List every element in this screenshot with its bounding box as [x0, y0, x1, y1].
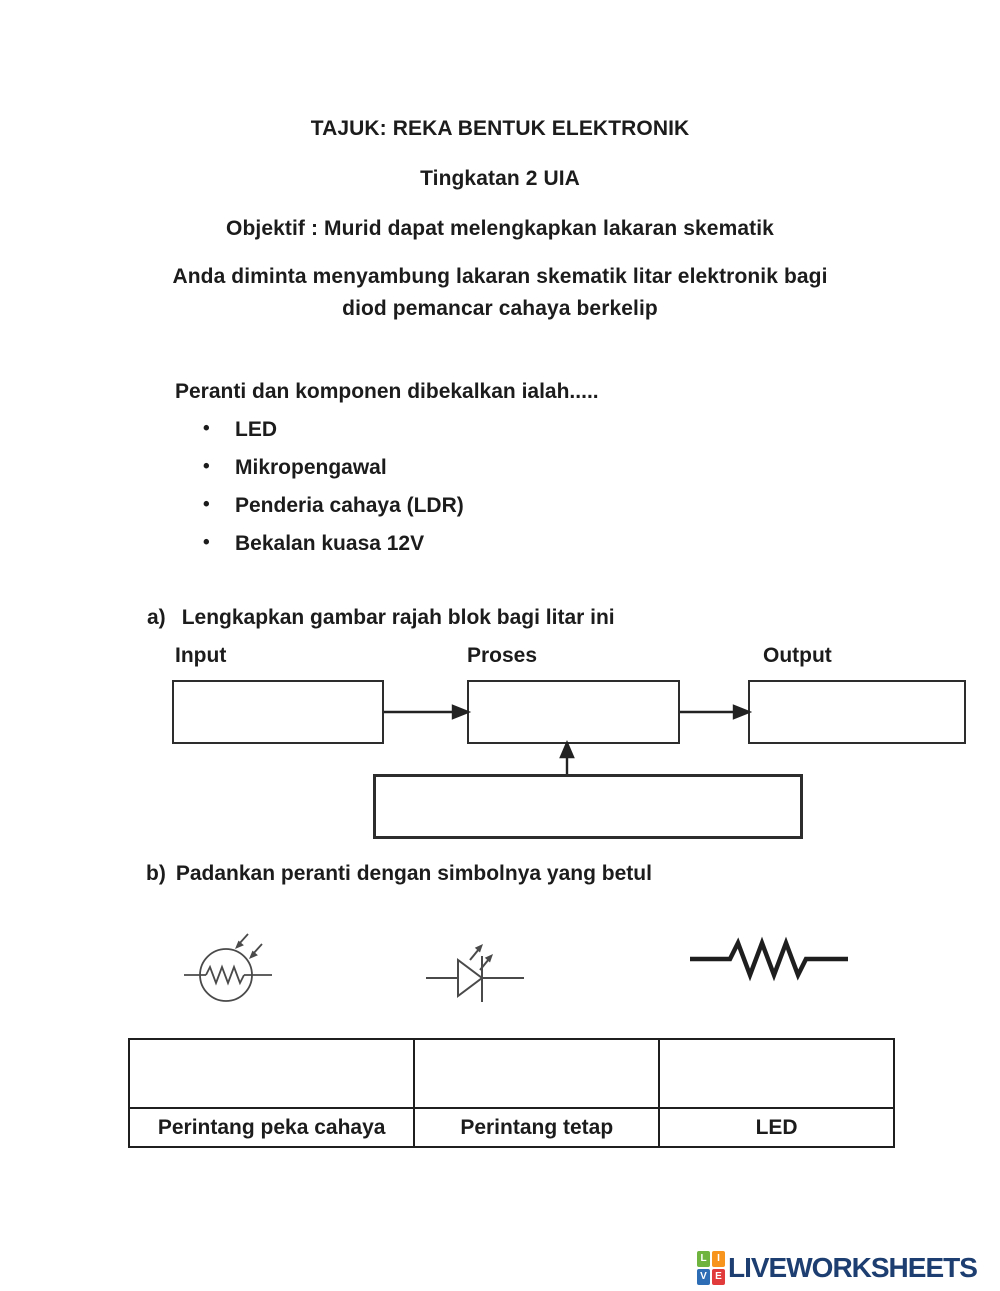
output-answer-box[interactable] [748, 680, 966, 744]
arrowhead-right-icon [451, 704, 472, 720]
match-target-cell-1[interactable] [127, 1038, 416, 1109]
list-item-label: Mikropengawal [235, 456, 387, 479]
arrowhead-up-icon [559, 739, 575, 759]
logo-tile-e: E [712, 1269, 725, 1285]
match-target-cell-3[interactable] [658, 1038, 895, 1109]
diode-triangle [457, 958, 484, 998]
answer-label-ldr: Perintang peka cahaya [127, 1107, 416, 1148]
fixed-resistor-symbol[interactable] [688, 933, 850, 990]
section-a-heading: a) Lengkapkan gambar rajah blok bagi lita… [147, 606, 615, 630]
power-supply-answer-box[interactable] [373, 774, 803, 839]
match-table: Perintang peka cahaya Perintang tetap LE… [127, 1038, 895, 1148]
block-label-output: Output [763, 644, 832, 667]
match-target-cell-2[interactable] [413, 1038, 661, 1109]
list-item: • Bekalan kuasa 12V [203, 532, 424, 556]
list-item-label: Penderia cahaya (LDR) [235, 494, 464, 517]
section-b-label: b) [146, 862, 166, 885]
answer-label-resistor: Perintang tetap [413, 1107, 661, 1148]
emit-arrow-icon [484, 954, 493, 963]
list-item-label: Bekalan kuasa 12V [235, 532, 425, 555]
input-answer-box[interactable] [172, 680, 384, 744]
instruction-line-1: Anda diminta menyambung lakaran skematik… [172, 265, 828, 288]
light-arrow-icon [249, 950, 258, 959]
liveworksheets-logo-icon: L I V E [697, 1251, 725, 1285]
bullet-icon: • [203, 418, 210, 439]
answer-label-led: LED [658, 1107, 895, 1148]
list-item: • Penderia cahaya (LDR) [203, 494, 464, 518]
section-a-title: Lengkapkan gambar rajah blok bagi litar … [181, 606, 615, 629]
ldr-symbol[interactable] [178, 918, 278, 1023]
brand-wordmark: LIVEWORKSHEETS [728, 1252, 978, 1283]
section-a-label: a) [147, 606, 166, 629]
ldr-zigzag [205, 964, 245, 986]
logo-tile-l: L [697, 1251, 710, 1267]
instruction-line-2: diod pemancar cahaya berkelip [342, 297, 658, 320]
resistor-symbol-drawing [690, 936, 848, 982]
liveworksheets-logo[interactable]: L I V E LIVEWORKSHEETS [697, 1251, 978, 1285]
page-title: TAJUK: REKA BENTUK ELEKTRONIK [310, 117, 690, 140]
proses-answer-box[interactable] [467, 680, 680, 744]
table-row [127, 1038, 895, 1109]
page-subtitle: Tingkatan 2 UIA [420, 167, 580, 190]
ldr-symbol-drawing [184, 933, 272, 1002]
components-heading: Peranti dan komponen dibekalkan ialah...… [175, 380, 599, 403]
section-b-title: Padankan peranti dengan simbolnya yang b… [175, 862, 652, 885]
instruction-text: Anda diminta menyambung lakaran skematik… [0, 261, 1000, 325]
block-label-proses: Proses [467, 644, 538, 667]
list-item: • Mikropengawal [203, 456, 387, 480]
logo-tile-v: V [697, 1269, 710, 1285]
table-row: Perintang peka cahaya Perintang tetap LE… [127, 1107, 895, 1148]
bullet-icon: • [203, 532, 210, 553]
list-item-label: LED [235, 418, 277, 441]
section-b-heading: b) Padankan peranti dengan simbolnya yang… [146, 862, 652, 886]
light-arrow-icon [235, 940, 244, 949]
list-item: • LED [203, 418, 277, 442]
resistor-zigzag [690, 936, 848, 982]
logo-tile-i: I [712, 1251, 725, 1267]
arrowhead-right-icon [732, 704, 753, 720]
bullet-icon: • [203, 456, 210, 477]
block-label-input: Input [175, 644, 227, 667]
bullet-icon: • [203, 494, 210, 515]
led-symbol[interactable] [420, 916, 532, 1025]
led-symbol-drawing [426, 944, 524, 1002]
emit-arrow-icon [474, 944, 483, 953]
objective-text: Objektif : Murid dapat melengkapkan laka… [226, 217, 774, 240]
